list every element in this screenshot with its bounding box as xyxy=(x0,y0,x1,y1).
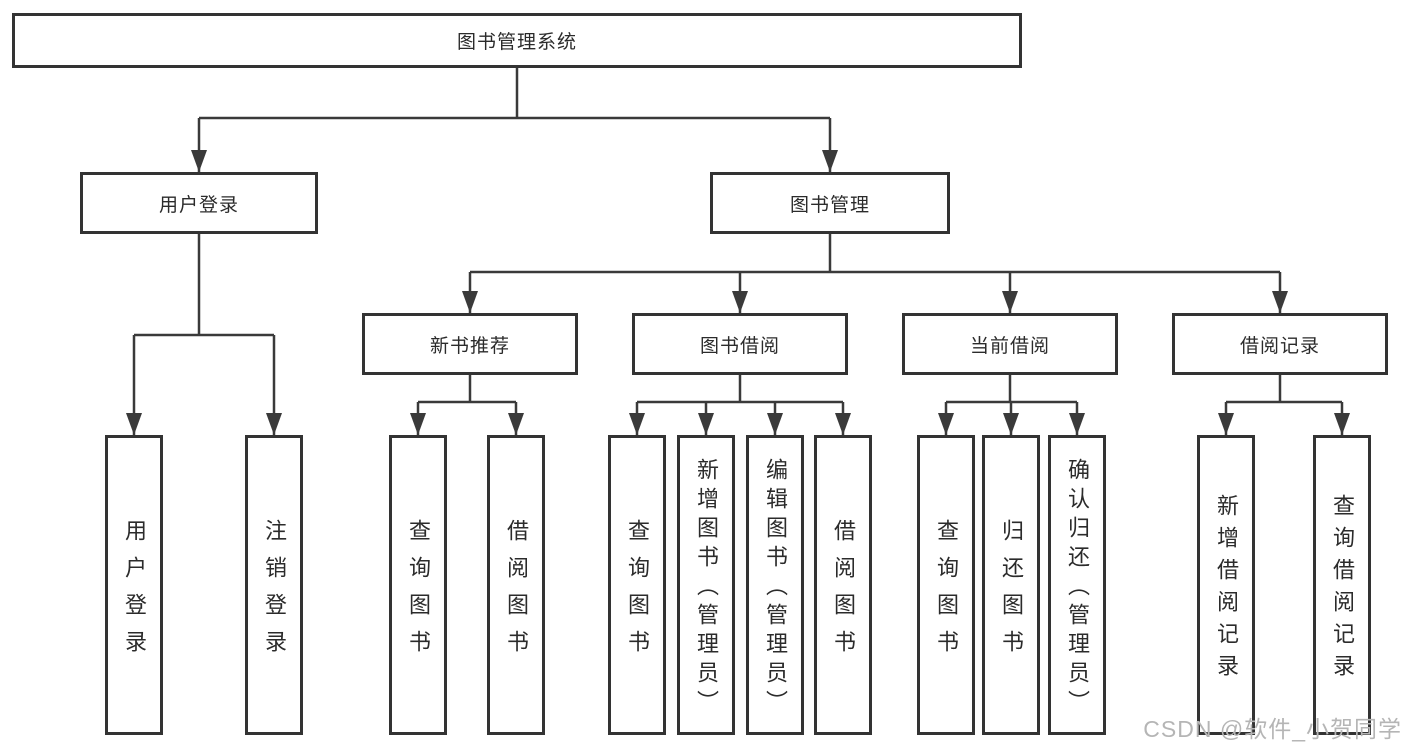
leaf-query-books-borrow-label: 查询图书 xyxy=(625,518,650,667)
leaf-query-books-recommend-label: 查询图书 xyxy=(406,518,431,667)
leaf-edit-book-admin-label: 编辑图书（管理员） xyxy=(763,458,788,719)
connector-borrow-bus xyxy=(637,375,843,404)
leaf-add-book-admin-label: 新增图书（管理员） xyxy=(694,458,719,719)
leaf-query-books-recommend: 查询图书 xyxy=(389,435,447,735)
leaf-logout-label: 注销登录 xyxy=(262,518,287,667)
leaf-add-book-admin: 新增图书（管理员） xyxy=(677,435,735,735)
leaf-borrow-books-recommend-label: 借阅图书 xyxy=(504,518,529,667)
connector-current-bus xyxy=(946,375,1077,404)
leaf-query-books-current: 查询图书 xyxy=(917,435,975,735)
node-borrowing-records: 借阅记录 xyxy=(1172,313,1388,375)
leaf-user-login: 用户登录 xyxy=(105,435,163,735)
node-borrowing-records-label: 借阅记录 xyxy=(1239,335,1320,357)
connector-recommend-bus xyxy=(418,375,516,404)
leaf-query-borrow-record-label: 查询借阅记录 xyxy=(1330,494,1355,686)
node-user-login-label: 用户登录 xyxy=(158,194,239,216)
node-current-borrowing: 当前借阅 xyxy=(902,313,1118,375)
node-book-borrowing: 图书借阅 xyxy=(632,313,848,375)
leaf-confirm-return-admin: 确认归还（管理员） xyxy=(1048,435,1106,735)
node-book-borrowing-label: 图书借阅 xyxy=(699,335,780,357)
node-new-book-recommend: 新书推荐 xyxy=(362,313,578,375)
node-new-book-recommend-label: 新书推荐 xyxy=(429,335,510,357)
node-root: 图书管理系统 xyxy=(12,13,1022,68)
watermark: CSDN @软件_小贺同学 xyxy=(1143,716,1402,742)
connector-records-bus xyxy=(1226,375,1342,404)
leaf-user-login-label: 用户登录 xyxy=(122,518,147,667)
leaf-borrow-books-borrow: 借阅图书 xyxy=(814,435,872,735)
leaf-return-book: 归还图书 xyxy=(982,435,1040,735)
leaf-return-book-label: 归还图书 xyxy=(999,518,1024,667)
leaf-borrow-books-borrow-label: 借阅图书 xyxy=(831,518,856,667)
leaf-query-borrow-record: 查询借阅记录 xyxy=(1313,435,1371,735)
leaf-borrow-books-recommend: 借阅图书 xyxy=(487,435,545,735)
leaf-logout: 注销登录 xyxy=(245,435,303,735)
leaf-add-borrow-record: 新增借阅记录 xyxy=(1197,435,1255,735)
leaf-edit-book-admin: 编辑图书（管理员） xyxy=(746,435,804,735)
node-book-management-label: 图书管理 xyxy=(789,194,870,216)
leaf-query-books-current-label: 查询图书 xyxy=(934,518,959,667)
node-root-label: 图书管理系统 xyxy=(456,32,577,53)
node-current-borrowing-label: 当前借阅 xyxy=(969,335,1050,357)
leaf-add-borrow-record-label: 新增借阅记录 xyxy=(1214,494,1239,686)
leaf-query-books-borrow: 查询图书 xyxy=(608,435,666,735)
connector-user-login-bus xyxy=(134,234,274,337)
connector-book-mgmt-bus xyxy=(470,234,1280,274)
node-book-management: 图书管理 xyxy=(710,172,950,234)
node-user-login: 用户登录 xyxy=(80,172,318,234)
leaf-confirm-return-admin-label: 确认归还（管理员） xyxy=(1065,458,1090,719)
connector-root-bus xyxy=(199,68,830,120)
